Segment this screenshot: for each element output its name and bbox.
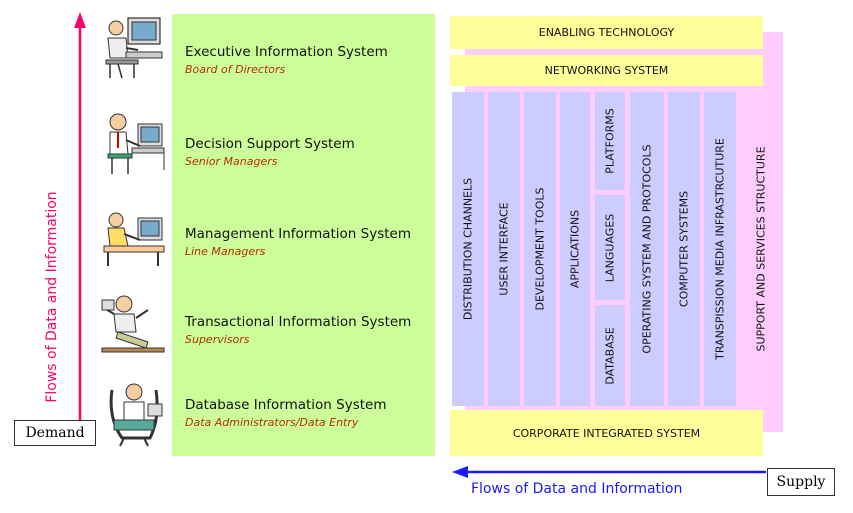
- demand-flow-arrow: [74, 12, 86, 420]
- column-label: OPERATING SYSTEM AND PROTOCOLS: [640, 144, 654, 354]
- system-name: Decision Support System: [185, 136, 355, 152]
- column-label: DATABASE: [603, 326, 617, 385]
- demand-box: Demand: [14, 420, 96, 446]
- operating-system-column: OPERATING SYSTEM AND PROTOCOLS: [630, 92, 664, 406]
- system-user: Data Administrators/Data Entry: [185, 416, 359, 429]
- languages-column: LANGUAGES: [595, 195, 625, 300]
- demand-flow-text: Flows of Data and Information: [44, 191, 60, 403]
- information-systems-panel: [172, 14, 435, 456]
- executive-information-system: Executive Information System Board of Di…: [185, 44, 388, 76]
- supply-flow-label: Flows of Data and Information: [471, 481, 683, 497]
- system-name: Database Information System: [185, 397, 387, 413]
- column-label: SUPPORT AND SERVICES STRUCTURE: [754, 146, 768, 352]
- supply-box: Supply: [767, 468, 835, 496]
- system-user: Line Managers: [185, 245, 266, 258]
- column-label: APPLICATIONS: [568, 209, 582, 289]
- column-label: PLATFORMS: [603, 108, 617, 174]
- support-services-column: SUPPORT AND SERVICES STRUCTURE: [742, 92, 780, 406]
- development-tools-column: DEVELOPMENT TOOLS: [524, 92, 556, 406]
- column-label: LANGUAGES: [603, 213, 617, 282]
- computer-systems-column: COMPUTER SYSTEMS: [668, 92, 700, 406]
- column-label: DISTRIBUTION CHANNELS: [461, 177, 475, 321]
- supply-flow-arrow: [452, 466, 766, 478]
- column-label: TRANSPISSION MEDIA INFRASTRCUTURE: [713, 138, 727, 360]
- platforms-column: PLATFORMS: [595, 92, 625, 190]
- system-user: Senior Managers: [185, 155, 278, 168]
- column-label: USER INTERFACE: [497, 202, 511, 296]
- column-label: COMPUTER SYSTEMS: [677, 190, 691, 308]
- supervisor-person-icon: [101, 295, 165, 353]
- system-name: Executive Information System: [185, 44, 388, 60]
- senior-manager-person-icon: [107, 113, 165, 174]
- corporate-integrated-system-bar: CORPORATE INTEGRATED SYSTEM: [450, 410, 763, 456]
- database-information-system: Database Information System Data Adminis…: [185, 397, 387, 429]
- column-label: DEVELOPMENT TOOLS: [533, 187, 547, 311]
- system-user: Supervisors: [185, 333, 250, 346]
- enabling-technology-bar: ENABLING TECHNOLOGY: [450, 16, 763, 49]
- line-manager-person-icon: [103, 212, 165, 266]
- database-column: DATABASE: [595, 305, 625, 406]
- data-entry-person-icon: [109, 383, 163, 447]
- transactional-information-system: Transactional Information System Supervi…: [185, 314, 411, 346]
- management-information-system: Management Information System Line Manag…: [185, 226, 411, 258]
- transmission-media-column: TRANSPISSION MEDIA INFRASTRCUTURE: [704, 92, 736, 406]
- system-name: Management Information System: [185, 226, 411, 242]
- networking-system-bar: NETWORKING SYSTEM: [450, 55, 763, 86]
- user-interface-column: USER INTERFACE: [488, 92, 520, 406]
- decision-support-system: Decision Support System Senior Managers: [185, 136, 355, 168]
- distribution-channels-column: DISTRIBUTION CHANNELS: [452, 92, 484, 406]
- system-user: Board of Directors: [185, 63, 286, 76]
- applications-column: APPLICATIONS: [560, 92, 590, 406]
- system-name: Transactional Information System: [185, 314, 412, 330]
- executive-person-icon: [105, 17, 163, 79]
